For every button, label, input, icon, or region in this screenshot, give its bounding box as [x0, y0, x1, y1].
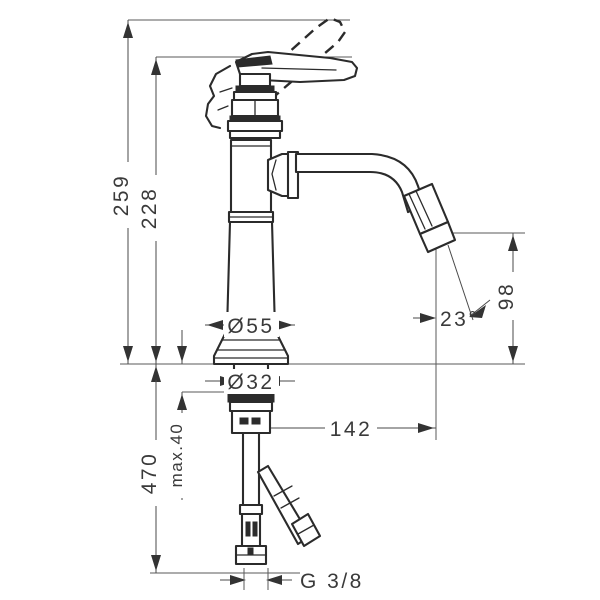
label-bg-d55: [224, 312, 279, 337]
arrow-angle-right: [469, 305, 486, 318]
linkage-tick-2: [217, 105, 229, 111]
aerator-tip: [418, 220, 457, 254]
arrow-d55-left: [207, 320, 223, 330]
arrow-259-top: [123, 22, 133, 38]
nut-detail-left: [239, 417, 249, 425]
dimension-label-angle-23: 23°: [440, 308, 479, 331]
dimension-label-diameter-32: Ø32: [227, 371, 274, 394]
dimension-label-98: 98: [495, 282, 518, 310]
linkage-arm: [204, 64, 232, 130]
dimension-labels: 259 228 470 max.40 Ø55 Ø32 142 98 23° G …: [110, 162, 527, 593]
mounting-nut-body: [230, 409, 272, 435]
arrow-259-bottom: [123, 346, 133, 362]
spout-collar-curve: [271, 159, 277, 191]
label-bg-228: [141, 175, 169, 241]
spout-junction: [266, 150, 300, 200]
body-mid-ring: [227, 210, 275, 224]
spout: [294, 152, 457, 254]
dimension-label-142: 142: [330, 418, 373, 441]
label-bg-470: [141, 440, 169, 506]
hose-band-2: [280, 497, 300, 509]
arrow-98-bottom: [508, 346, 518, 362]
cap-band-4: [226, 119, 284, 133]
dimension-label-228: 228: [138, 187, 161, 230]
dimension-label-diameter-55: Ø55: [227, 315, 274, 338]
flexible-hose-connector: [256, 464, 322, 548]
tube-upper: [241, 431, 261, 507]
label-bg-98: [500, 272, 527, 320]
lever-handle-groove: [261, 67, 337, 71]
dim-line-angle-arrow-leader: [469, 299, 491, 317]
cartridge-cap-stack: [226, 72, 284, 140]
hose-band-1: [273, 485, 293, 497]
lever-handle-hub-shade: [235, 55, 273, 68]
arrow-470-bottom: [151, 555, 161, 571]
dimension-network: [120, 19, 525, 590]
arrow-228-bottom: [151, 346, 161, 362]
arrow-g38-right: [266, 575, 282, 585]
tube-slot-2: [252, 521, 258, 537]
mounting-nut-top: [228, 400, 274, 413]
dimension-label-259: 259: [110, 174, 133, 217]
arrow-228-bottom-2: [151, 366, 161, 382]
dim-line-angle-leader: [447, 244, 474, 321]
arrow-surface-tick: [177, 346, 187, 362]
thread-label-g38: G 3/8: [300, 570, 364, 593]
arrow-max40-top: [177, 394, 187, 410]
body-upper: [229, 138, 273, 218]
aerator-band-2: [415, 190, 433, 227]
spout-collar-band: [286, 150, 300, 200]
label-bg-259: [113, 162, 141, 228]
hose-end-line: [297, 524, 315, 535]
cap-band-5: [228, 129, 282, 140]
arrow-228-top: [151, 59, 161, 75]
arrow-g38-left: [230, 575, 246, 585]
cap-band-2: [232, 90, 278, 102]
spout-arm: [294, 152, 426, 214]
aerator-band-1: [408, 193, 426, 230]
body-upper-column: [229, 138, 273, 218]
tube-ferrule: [238, 503, 264, 516]
tube-slot-1: [245, 521, 251, 537]
lever-handle-open-position: [237, 16, 347, 113]
arrow-angle-left: [420, 313, 436, 323]
dimension-label-max-40: max.40: [167, 423, 186, 488]
arrow-142-right: [418, 423, 434, 433]
arrow-d55-right: [277, 320, 293, 330]
lever-open-outline: [237, 16, 347, 113]
fitting-detail: [247, 547, 254, 555]
linkage-tick-1: [219, 87, 233, 93]
nut-detail-right: [251, 417, 261, 425]
label-bg-142: [325, 416, 377, 441]
supply-tube: [234, 431, 268, 566]
faucet-assembly: [204, 16, 457, 566]
arrow-98-top: [508, 235, 518, 251]
lever-linkage: [204, 64, 233, 130]
label-bg-d32: [224, 369, 279, 394]
label-bg-max40: [170, 413, 195, 498]
dimension-label-470: 470: [138, 452, 161, 495]
cap-top: [238, 72, 272, 88]
